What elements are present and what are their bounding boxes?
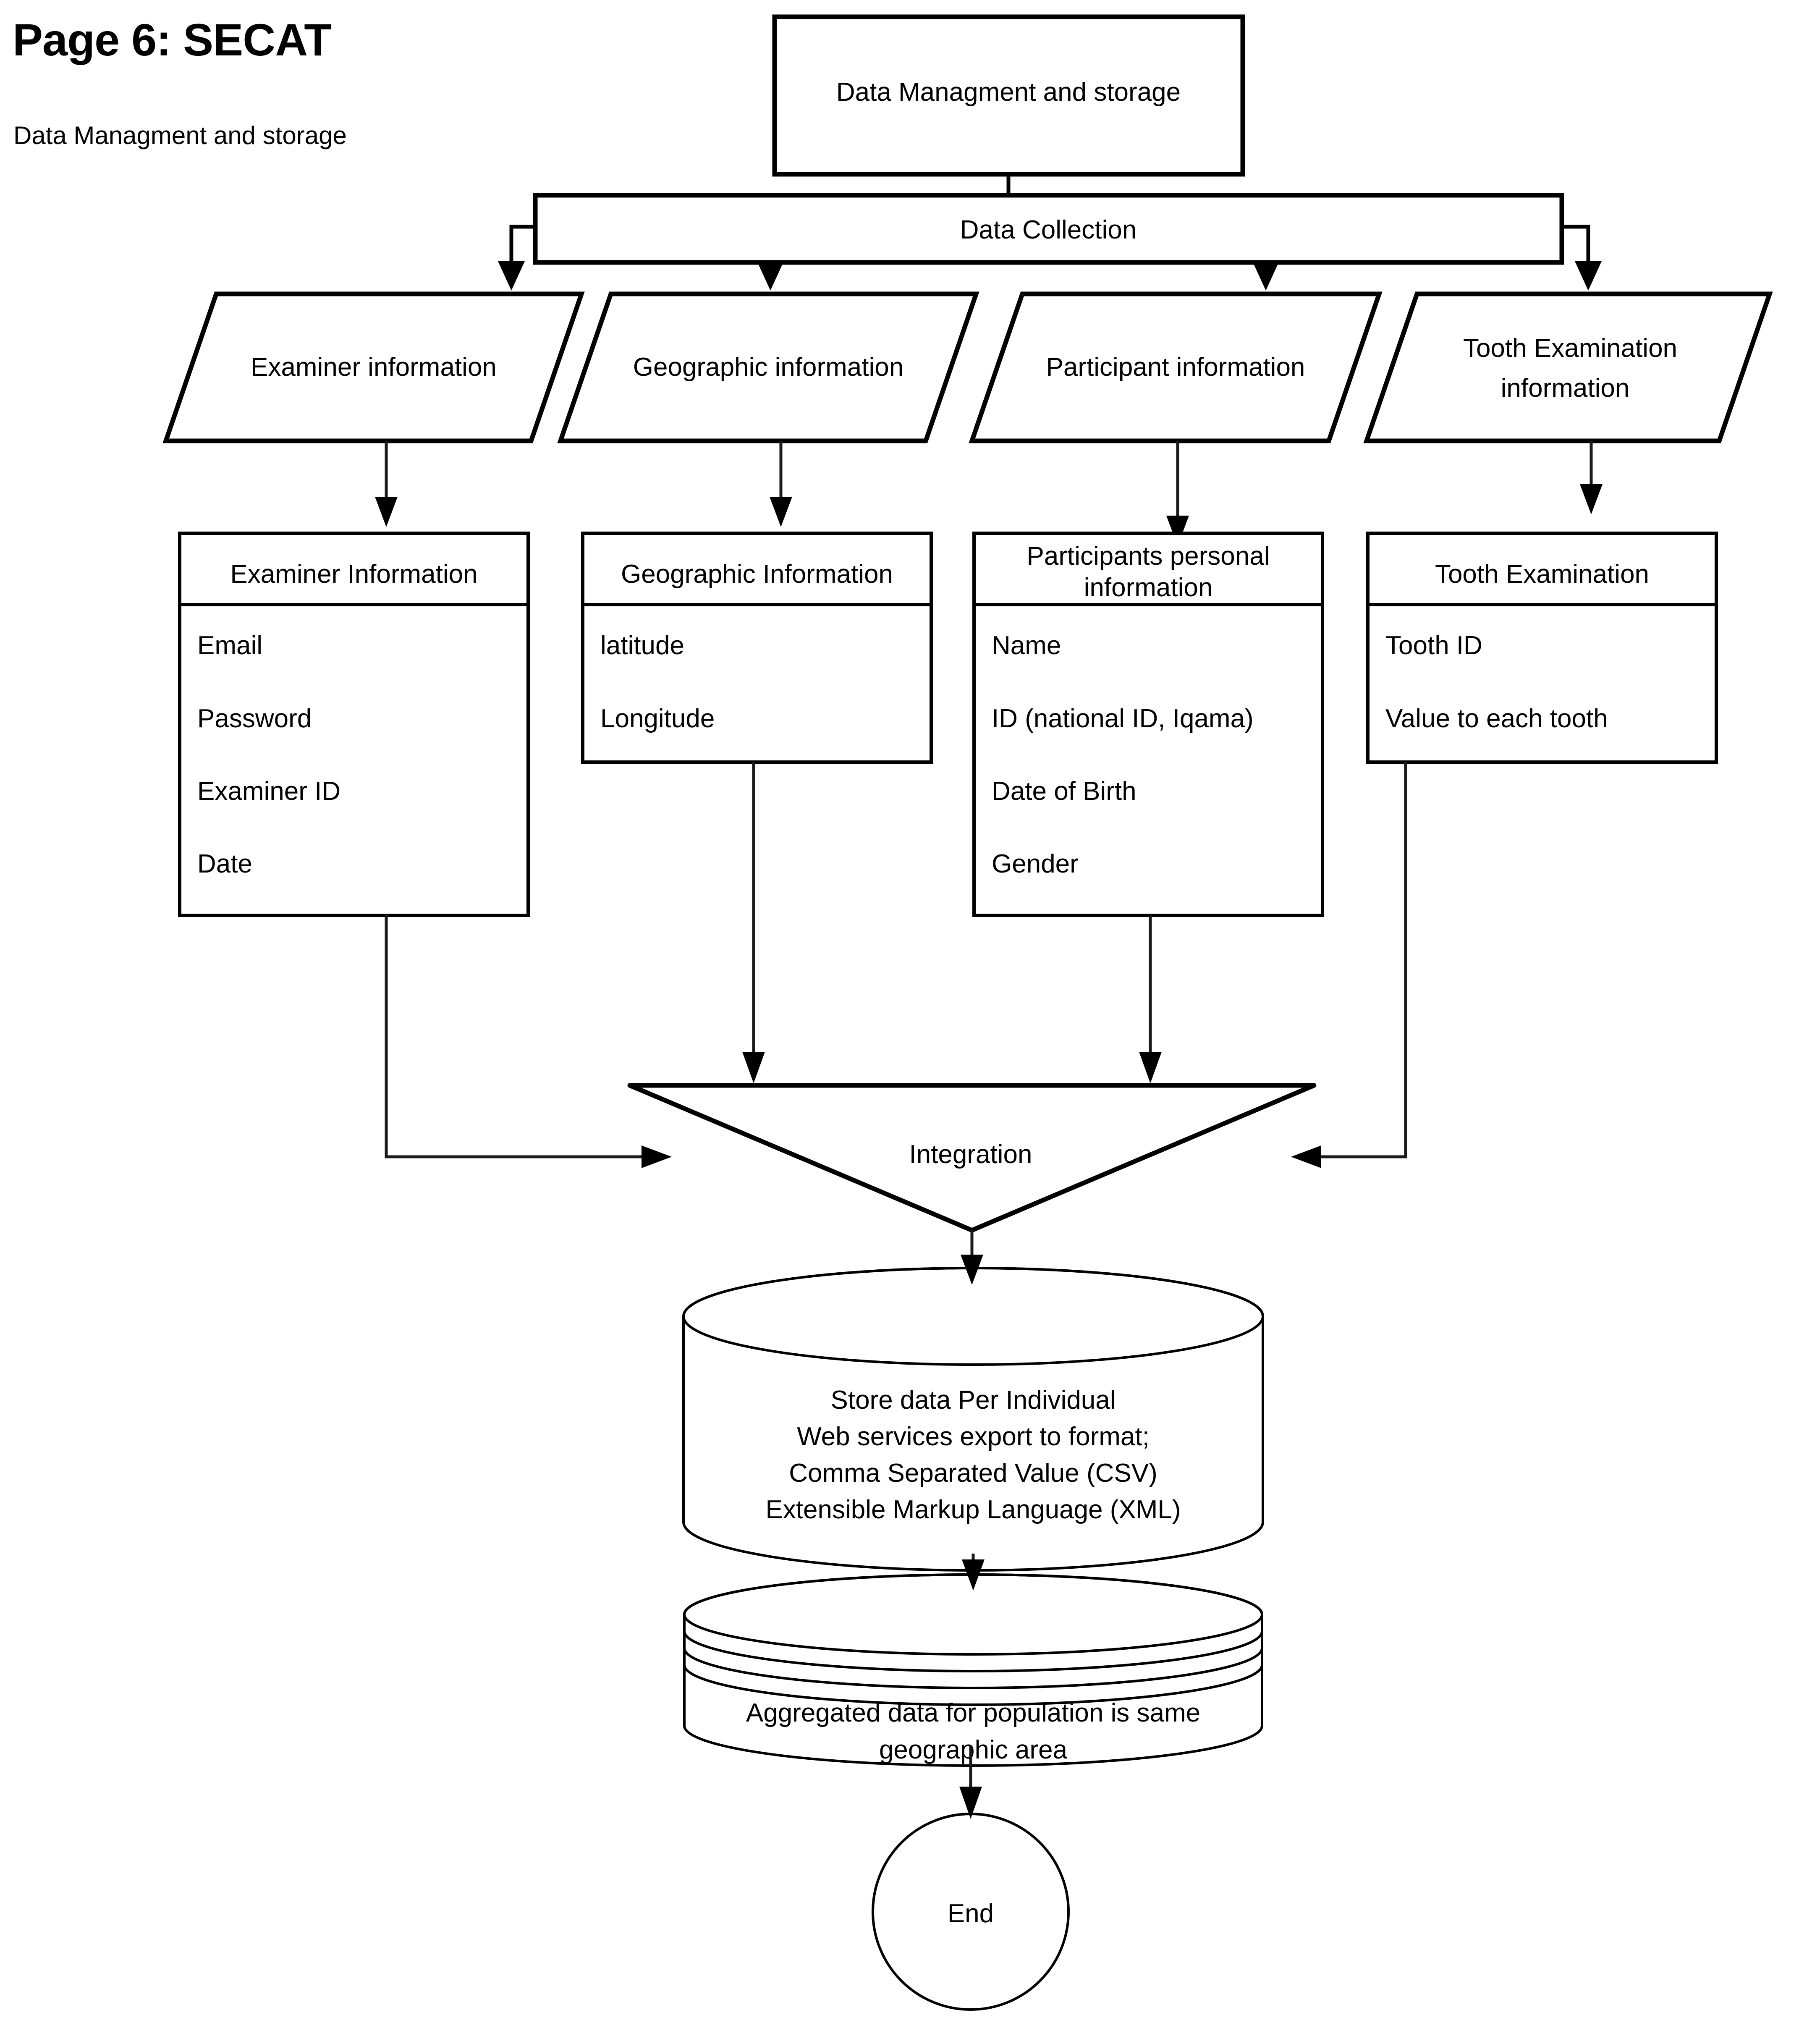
- node-label-data-management-storage: Data Managment and storage: [836, 78, 1181, 107]
- connector-geographic-entity-to-integration: [742, 762, 765, 1083]
- entity-field-id: ID (national ID, Iqama): [992, 704, 1254, 733]
- entity-field-value-to-each-tooth: Value to each tooth: [1385, 704, 1608, 733]
- aggregate-label-line1: Aggregated data for population is same: [746, 1698, 1200, 1727]
- node-participant-information-input[interactable]: Participant information: [969, 291, 1383, 443]
- connector-participant-input-to-entity: [1166, 441, 1189, 546]
- connector-aggregate-to-end: [959, 1747, 982, 1819]
- node-data-management-storage[interactable]: Data Managment and storage: [772, 14, 1245, 177]
- entity-field-tooth-id: Tooth ID: [1385, 631, 1482, 660]
- node-tooth-examination-information-input[interactable]: Tooth Examination information: [1363, 291, 1773, 443]
- connector-collection-to-tooth-input: [1562, 225, 1602, 291]
- node-tooth-examination-entity[interactable]: Tooth Examination Tooth ID Value to each…: [1366, 532, 1718, 764]
- store-label-line2: Web services export to format;: [797, 1422, 1150, 1451]
- connector-examiner-entity-to-integration: [385, 915, 672, 1168]
- entity-header-geographic-information: Geographic Information: [621, 560, 893, 589]
- node-participants-personal-information-entity[interactable]: Participants personal information Name I…: [972, 532, 1324, 917]
- entity-header-participants-line2: information: [1084, 573, 1213, 602]
- node-label-tooth-examination-input-line1: Tooth Examination: [1463, 334, 1677, 363]
- entity-field-gender: Gender: [992, 849, 1079, 878]
- node-label-geographic-information-input: Geographic information: [633, 353, 903, 382]
- node-geographic-information-input[interactable]: Geographic information: [557, 291, 979, 443]
- connector-examiner-input-to-entity: [375, 441, 398, 527]
- store-label-line3: Comma Separated Value (CSV): [789, 1459, 1157, 1488]
- page-subtitle: Data Managment and storage: [13, 121, 347, 149]
- aggregate-label-line2: geographic area: [879, 1735, 1068, 1764]
- entity-field-email: Email: [197, 631, 262, 660]
- connector-integration-to-store: [961, 1230, 983, 1285]
- node-integration[interactable]: Integration: [627, 1083, 1317, 1233]
- node-data-collection[interactable]: Data Collection: [533, 193, 1564, 265]
- connector-collection-to-examiner-input: [498, 225, 535, 291]
- node-store-data-per-individual[interactable]: Store data Per Individual Web services e…: [682, 1267, 1264, 1572]
- node-label-data-collection: Data Collection: [960, 215, 1136, 244]
- connector-participants-entity-to-integration: [1139, 915, 1162, 1083]
- node-examiner-information-input[interactable]: Examiner information: [162, 291, 585, 443]
- entity-field-date-of-birth: Date of Birth: [992, 777, 1136, 806]
- entity-header-tooth-examination: Tooth Examination: [1435, 560, 1649, 589]
- entity-field-date: Date: [197, 849, 252, 878]
- entity-field-latitude: latitude: [600, 631, 684, 660]
- entity-field-password: Password: [197, 704, 312, 733]
- node-label-end: End: [948, 1899, 994, 1928]
- node-end[interactable]: End: [872, 1813, 1070, 2011]
- node-aggregated-data[interactable]: Aggregated data for population is same g…: [683, 1573, 1263, 1767]
- connector-tooth-entity-to-integration: [1291, 762, 1407, 1168]
- node-label-participant-information-input: Participant information: [1046, 353, 1305, 382]
- connector-collection-to-geographic-input: [757, 261, 784, 291]
- entity-field-longitude: Longitude: [600, 704, 715, 733]
- connector-collection-to-participant-input: [1252, 261, 1279, 291]
- store-label-line1: Store data Per Individual: [831, 1386, 1116, 1415]
- connector-geographic-input-to-entity: [770, 441, 792, 527]
- entity-field-name: Name: [992, 631, 1061, 660]
- node-examiner-information-entity[interactable]: Examiner Information Email Password Exam…: [178, 532, 530, 917]
- entity-field-examiner-id: Examiner ID: [197, 777, 340, 806]
- node-label-examiner-information-input: Examiner information: [251, 353, 497, 382]
- store-label-line4: Extensible Markup Language (XML): [765, 1495, 1181, 1524]
- node-label-integration: Integration: [909, 1140, 1032, 1169]
- entity-header-participants-line1: Participants personal: [1027, 542, 1270, 571]
- page-title: Page 6: SECAT: [13, 14, 332, 65]
- entity-header-examiner-information: Examiner Information: [230, 560, 477, 589]
- node-label-tooth-examination-input-line2: information: [1501, 374, 1630, 403]
- connector-tooth-input-to-entity: [1580, 441, 1603, 514]
- connector-store-to-aggregate: [962, 1554, 985, 1591]
- node-geographic-information-entity[interactable]: Geographic Information latitude Longitud…: [581, 532, 933, 764]
